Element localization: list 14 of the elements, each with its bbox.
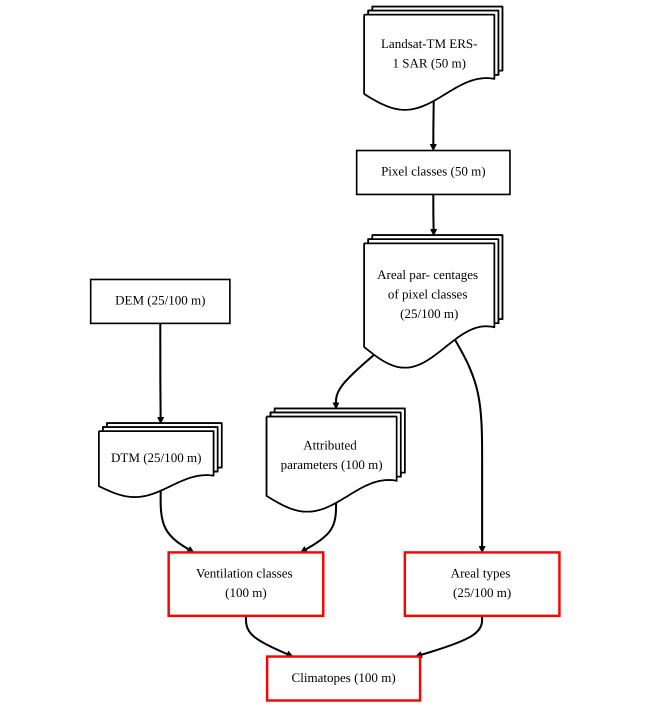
node-box: Ventilation classes (100 m) bbox=[168, 551, 325, 618]
arrow bbox=[430, 194, 438, 236]
arrow bbox=[332, 354, 376, 410]
node-box: Climatopes (100 m) bbox=[266, 655, 422, 702]
node-box: DEM (25/100 m) bbox=[90, 278, 232, 324]
arrow bbox=[245, 616, 294, 658]
arrow bbox=[430, 102, 438, 151]
node-box: Pixel classes (50 m) bbox=[356, 150, 512, 196]
arrow bbox=[157, 323, 165, 424]
arrow bbox=[454, 340, 486, 553]
arrow bbox=[416, 616, 484, 658]
node-box: Areal types (25/100 m) bbox=[404, 551, 562, 618]
arrow bbox=[300, 503, 338, 553]
arrow bbox=[160, 491, 195, 553]
